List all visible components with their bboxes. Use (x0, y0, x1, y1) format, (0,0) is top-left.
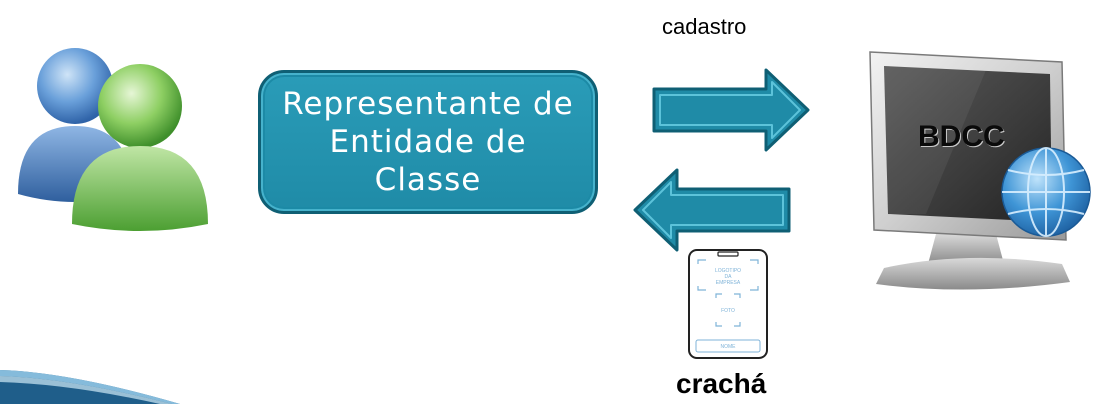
globe-icon (1001, 147, 1091, 237)
entity-box: Representante de Entidade de Classe (258, 70, 598, 214)
arrow-right-icon (646, 64, 816, 156)
badge-label: crachá (676, 368, 767, 399)
badge-icon: LOGOTIPO DA EMPRESA FOTO NOME (686, 246, 770, 362)
badge-logo-line-1: LOGOTIPO (715, 268, 741, 274)
badge-photo-text: FOTO (721, 308, 735, 314)
entity-box-label: Representante de Entidade de Classe (282, 86, 574, 198)
arrow-top-label: cadastro (662, 14, 747, 39)
monitor-icon: BDCC (866, 44, 1096, 292)
people-icon (0, 34, 250, 234)
badge-logo-line-3: EMPRESA (716, 280, 741, 286)
arrow-left-icon (622, 164, 797, 256)
badge-name-text: NOME (721, 344, 737, 350)
corner-swoosh-decoration (0, 352, 180, 404)
badge-logo-line-2: DA (725, 274, 733, 280)
monitor-label: BDCC (918, 120, 1005, 153)
